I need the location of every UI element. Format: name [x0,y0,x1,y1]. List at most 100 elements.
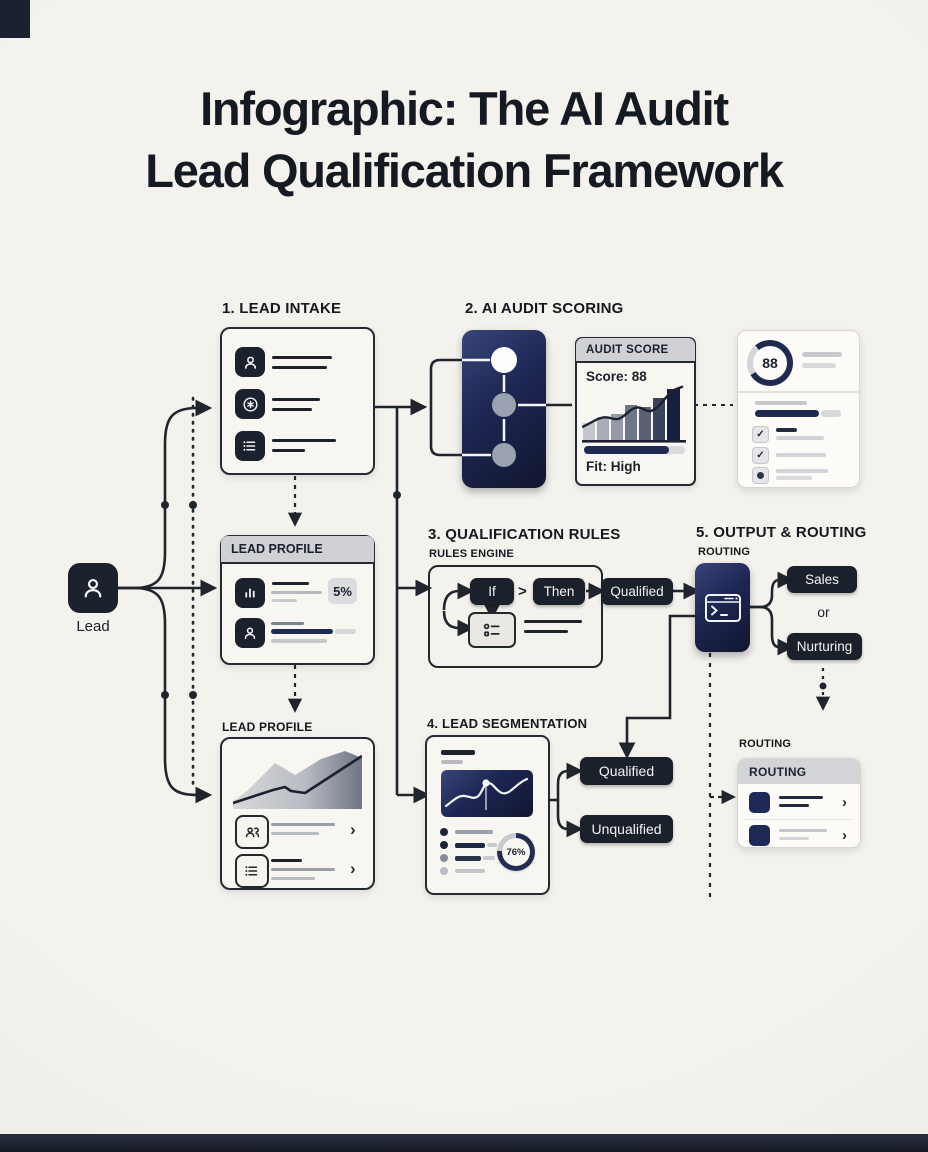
placeholder-line [779,804,809,807]
placeholder-line [272,449,305,452]
checkbox-checked-icon: ✓ [752,447,769,464]
route-item-icon [749,792,770,813]
chevron-right-icon: › [350,820,356,839]
section-label-rules: 3. QUALIFICATION RULES [428,526,621,543]
placeholder-line [272,599,297,602]
rules-engine-box [428,565,603,668]
rules-engine-label: RULES ENGINE [429,548,514,560]
lead-to-intake-line [118,399,213,590]
divider [745,819,853,820]
segmentation-chart-panel [441,770,533,817]
percent-badge: 5% [328,578,357,604]
branch-to-unqualified [556,800,584,838]
chevron-right-icon: › [842,794,847,811]
or-label: or [817,604,830,620]
terminal-icon [704,592,742,624]
placeholder-line [272,398,320,401]
list-icon [235,854,269,888]
placeholder-line [487,843,497,847]
placeholder-line [272,356,332,359]
lead-profile-bottom-card: › › [220,737,375,890]
section-label-scoring: 2. AI AUDIT SCORING [465,300,624,317]
router-to-nurturing [750,605,795,656]
placeholder-line [455,830,493,834]
bullet-dot [440,828,448,836]
unqualified-chip: Unqualified [580,815,673,843]
chevron-right-icon: › [350,859,356,878]
placeholder-line [271,622,304,625]
placeholder-line [779,829,827,832]
routing-card-label: ROUTING [739,738,792,750]
placeholder-line [779,837,809,840]
segmentation-gauge: 76% [497,833,535,871]
placeholder-line [271,877,315,880]
person-icon [235,347,265,377]
placeholder-line [524,630,568,633]
if-chip: If [470,578,514,605]
placeholder-line [272,582,309,585]
placeholder-line [271,868,335,871]
lead-label: Lead [76,618,110,635]
placeholder-line [441,750,475,755]
corner-block [0,0,30,38]
placeholder-line [779,796,823,799]
bottom-bar [0,1134,928,1152]
placeholder-line [802,363,836,368]
bullet-dot [440,854,448,862]
trend-line-chart [444,777,529,810]
score-gauge-value: 88 [753,346,787,380]
section-label-output: 5. OUTPUT & ROUTING [696,524,867,541]
placeholder-line [776,469,828,473]
score-gauge: 88 [747,340,793,386]
people-icon [235,815,269,849]
scoring-pipeline-card [462,330,546,488]
placeholder-line [524,620,582,623]
criteria-list-icon [468,612,516,648]
score-value: Score: 88 [586,369,647,384]
routing-card-header: ROUTING [738,759,860,784]
placeholder-line [483,856,495,860]
segmentation-card: 76% [425,735,550,895]
checkbox-checked-icon: ✓ [752,426,769,443]
progress-bar-fill [271,629,333,634]
person-icon [235,618,265,648]
rules-qualified-chip: Qualified [601,578,673,605]
summary-progress-track [821,410,841,417]
summary-progress-fill [755,410,819,417]
fit-value: Fit: High [586,459,641,474]
divider [738,391,859,393]
branch-to-qualified [556,762,584,800]
router-card [695,563,750,652]
nurturing-chip: Nurturing [787,633,862,660]
scoring-bracket-line [429,358,462,457]
progress-bar-track [335,629,356,634]
placeholder-line [455,869,485,873]
placeholder-line [776,476,812,480]
qualified-chip: Qualified [580,757,673,785]
area-chart [233,751,362,809]
placeholder-line [802,352,842,357]
lead-profile-mid-header: LEAD PROFILE [221,536,374,564]
placeholder-line [776,436,824,440]
score-summary-card: 88 ✓ ✓ [737,330,860,488]
segmentation-gauge-value: 76% [502,838,530,866]
section-label-segmentation: 4. LEAD SEGMENTATION [427,716,588,731]
placeholder-line [272,439,336,442]
placeholder-line [271,591,322,594]
placeholder-line [271,823,335,826]
lead-node [68,563,118,613]
placeholder-line [776,428,797,432]
chevron-right-icon: › [842,827,847,844]
sales-chip: Sales [787,566,857,593]
then-chip: Then [533,578,585,605]
placeholder-line [776,453,826,457]
placeholder-line [755,401,807,405]
placeholder-line [271,859,302,862]
router-to-sales [750,571,795,609]
route-item-icon [749,825,770,846]
router-to-segqualified-line [618,614,695,760]
score-bar-chart [582,385,686,443]
placeholder-line [455,856,481,861]
audit-score-header: AUDIT SCORE [576,338,695,363]
